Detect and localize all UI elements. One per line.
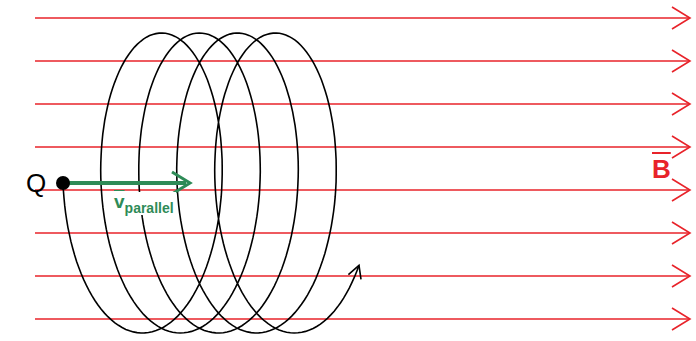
field-line	[35, 275, 690, 277]
helix-path	[63, 33, 359, 333]
field-line	[35, 60, 690, 62]
field-line	[35, 189, 690, 191]
field-line	[35, 232, 690, 234]
charge-label: Q	[26, 170, 46, 196]
field-line	[35, 318, 690, 320]
field-line	[35, 17, 690, 19]
velocity-subscript: parallel	[125, 200, 174, 216]
field-arrowhead	[672, 222, 690, 244]
field-arrowhead	[672, 265, 690, 287]
field-arrowhead	[672, 136, 690, 158]
field-arrowhead	[672, 7, 690, 29]
field-arrowhead	[672, 179, 690, 201]
velocity-arrowhead	[172, 172, 190, 194]
velocity-symbol: v	[114, 191, 125, 212]
field-arrowhead	[672, 93, 690, 115]
velocity-label: vparallel	[112, 192, 176, 215]
helix-arrowhead	[348, 265, 361, 279]
charge-dot	[56, 176, 70, 190]
field-line	[35, 103, 690, 105]
field-arrowhead	[672, 308, 690, 330]
field-label: B	[652, 156, 671, 182]
velocity-arrow	[65, 181, 186, 185]
field-line	[35, 146, 690, 148]
field-lines	[35, 7, 690, 330]
field-arrowhead	[672, 50, 690, 72]
